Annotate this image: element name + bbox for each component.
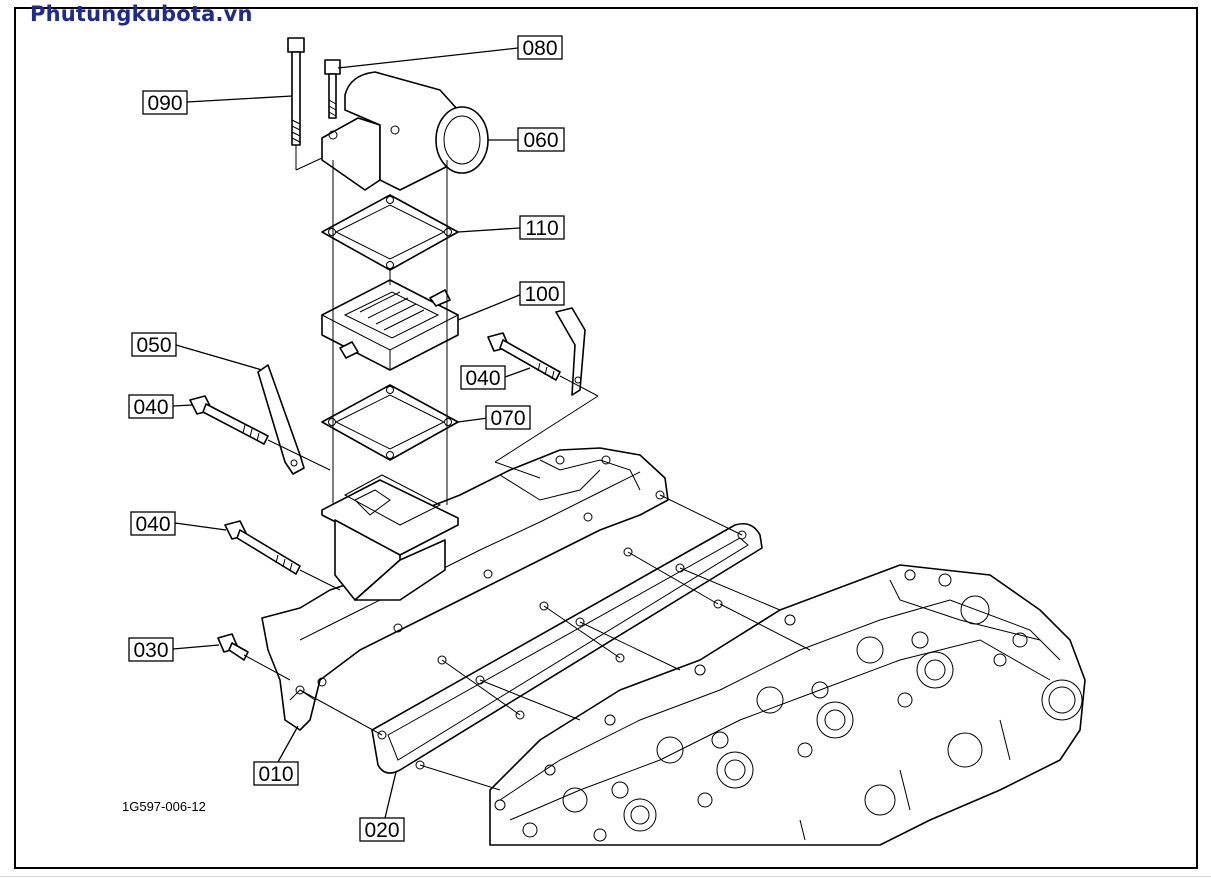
label-060[interactable]: 060 [517,127,565,152]
bolt-040-right [487,332,561,381]
label-080[interactable]: 080 [517,35,563,60]
bottom-divider [0,876,1211,877]
intake-manifold-010 [261,447,669,731]
gasket-070 [321,384,459,461]
svg-text:080: 080 [522,37,557,60]
label-040-right[interactable]: 040 [460,365,506,390]
label-100[interactable]: 100 [519,281,565,306]
label-070[interactable]: 070 [485,405,531,430]
svg-text:110: 110 [525,217,558,240]
label-040-middle-left[interactable]: 040 [130,511,176,536]
bracket-050 [257,364,305,475]
bolt-090 [287,37,305,146]
svg-text:090: 090 [147,92,182,115]
label-030[interactable]: 030 [128,637,174,662]
cylinder-head [489,564,1086,846]
svg-text:010: 010 [258,763,293,786]
svg-text:030: 030 [133,639,168,662]
bolt-080 [324,59,341,119]
gasket-110 [321,194,459,271]
intake-heater-100 [321,279,459,371]
svg-text:040: 040 [465,367,500,390]
svg-text:050: 050 [136,334,171,357]
label-010[interactable]: 010 [253,761,299,786]
bracket-right [555,307,586,396]
brand-watermark[interactable]: Phutungkubota.vn [30,2,253,26]
part-labels: 090 080 060 110 100 050 040 040 [128,35,565,842]
leader-lines [172,47,531,819]
label-050[interactable]: 050 [131,332,177,357]
gasket-020 [371,522,763,774]
label-090[interactable]: 090 [142,90,188,115]
svg-text:100: 100 [524,283,559,306]
bolt-040-upper-left [189,395,269,445]
bolt-040-middle-left [224,520,301,575]
diagram-code: 1G597-006-12 [122,799,206,814]
svg-text:040: 040 [135,513,170,536]
svg-text:060: 060 [523,129,558,152]
label-020[interactable]: 020 [359,817,405,842]
inlet-flange-060 [321,71,489,191]
svg-text:040: 040 [133,396,168,419]
label-040-upper-left[interactable]: 040 [128,394,174,419]
bolt-030 [217,633,249,661]
svg-text:020: 020 [364,819,399,842]
assembly-guide-lines [243,145,811,791]
svg-text:070: 070 [490,407,525,430]
label-110[interactable]: 110 [519,215,565,240]
